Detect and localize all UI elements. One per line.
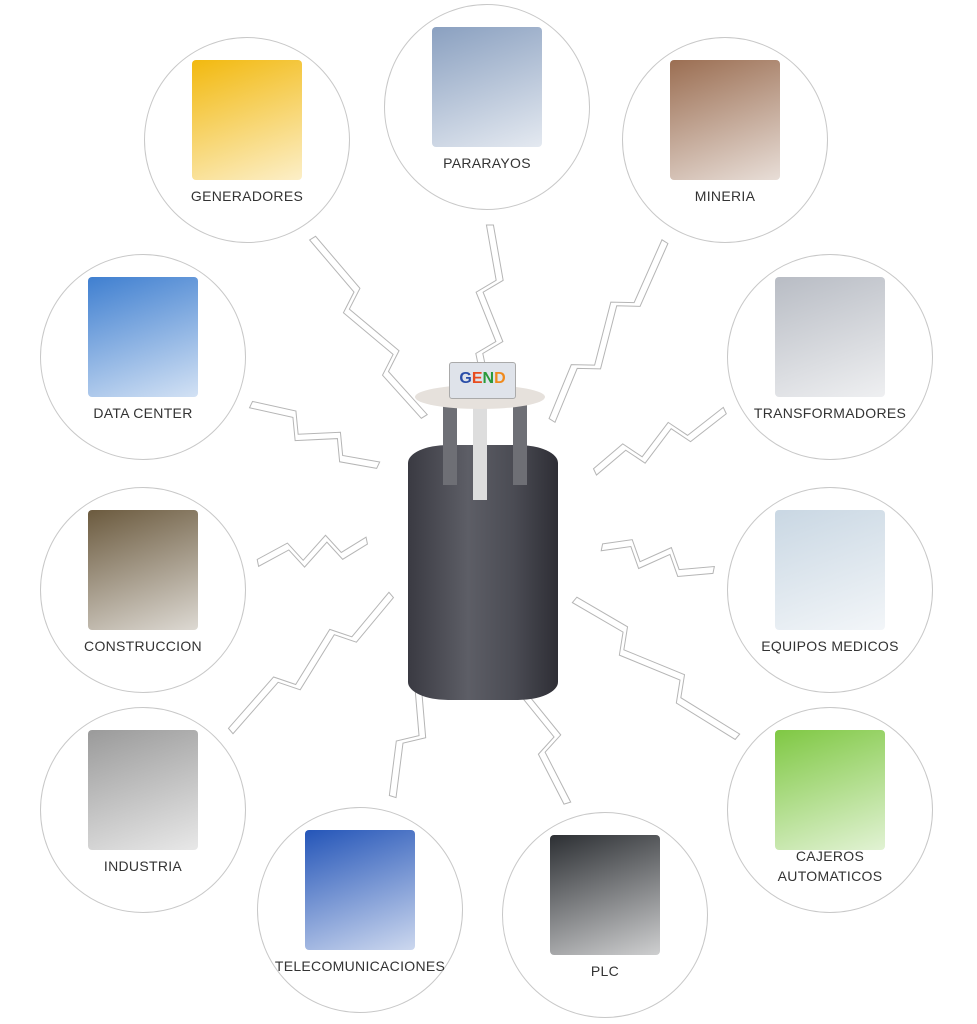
application-equipos-medicos: EQUIPOS MEDICOS: [727, 487, 933, 693]
electrode-rod: [473, 405, 487, 500]
application-label: PARARAYOS: [443, 155, 531, 171]
transformer-icon: [775, 277, 885, 397]
application-label: GENERADORES: [190, 188, 304, 204]
application-industria: INDUSTRIA: [40, 707, 246, 913]
lightning-rod-icon: [432, 27, 542, 147]
lightning-bolt-icon: [227, 591, 395, 735]
lightning-bolt-icon: [248, 400, 381, 469]
application-mineria: MINERIA: [622, 37, 828, 243]
application-label: MINERIA: [694, 188, 756, 204]
application-label: PLC: [590, 963, 620, 979]
application-plc: PLC: [502, 812, 708, 1018]
application-label: DATA CENTER: [93, 405, 193, 421]
medical-scanner-icon: [775, 510, 885, 630]
generator-icon: [192, 60, 302, 180]
application-generadores: GENERADORES: [144, 37, 350, 243]
lightning-bolt-icon: [600, 539, 715, 577]
atm-icon: [775, 730, 885, 850]
application-pararayos: PARARAYOS: [384, 4, 590, 210]
grounding-electrode: GEND: [405, 345, 565, 715]
application-label: INDUSTRIA: [103, 858, 183, 874]
logo-letter: D: [494, 370, 506, 387]
lightning-bolt-icon: [548, 239, 669, 424]
application-data-center: DATA CENTER: [40, 254, 246, 460]
lightning-bolt-icon: [571, 596, 741, 741]
gend-logo: GEND: [449, 362, 516, 399]
electrode-rod: [513, 405, 527, 485]
application-label: CONSTRUCCION: [84, 638, 202, 654]
lightning-bolt-icon: [592, 406, 727, 476]
lightning-bolt-icon: [475, 224, 504, 401]
application-label: CAJEROS AUTOMATICOS: [777, 848, 883, 884]
application-telecomunicaciones: TELECOMUNICACIONES: [257, 807, 463, 1013]
logo-letter: N: [482, 370, 495, 387]
logo-letter: E: [471, 370, 483, 387]
application-label: TRANSFORMADORES: [753, 405, 907, 421]
application-label: EQUIPOS MEDICOS: [761, 638, 899, 654]
factory-icon: [88, 730, 198, 850]
lightning-bolt-icon: [256, 534, 368, 568]
lightning-bolt-icon: [308, 235, 429, 419]
application-label: TELECOMUNICACIONES: [274, 958, 446, 974]
logo-letter: G: [459, 370, 472, 387]
application-cajeros-automaticos: CAJEROS AUTOMATICOS: [727, 707, 933, 913]
construction-icon: [88, 510, 198, 630]
server-rack-icon: [88, 277, 198, 397]
mining-icon: [670, 60, 780, 180]
application-construccion: CONSTRUCCION: [40, 487, 246, 693]
plc-icon: [550, 835, 660, 955]
electrode-rod: [443, 405, 457, 485]
telecom-tower-icon: [305, 830, 415, 950]
application-transformadores: TRANSFORMADORES: [727, 254, 933, 460]
